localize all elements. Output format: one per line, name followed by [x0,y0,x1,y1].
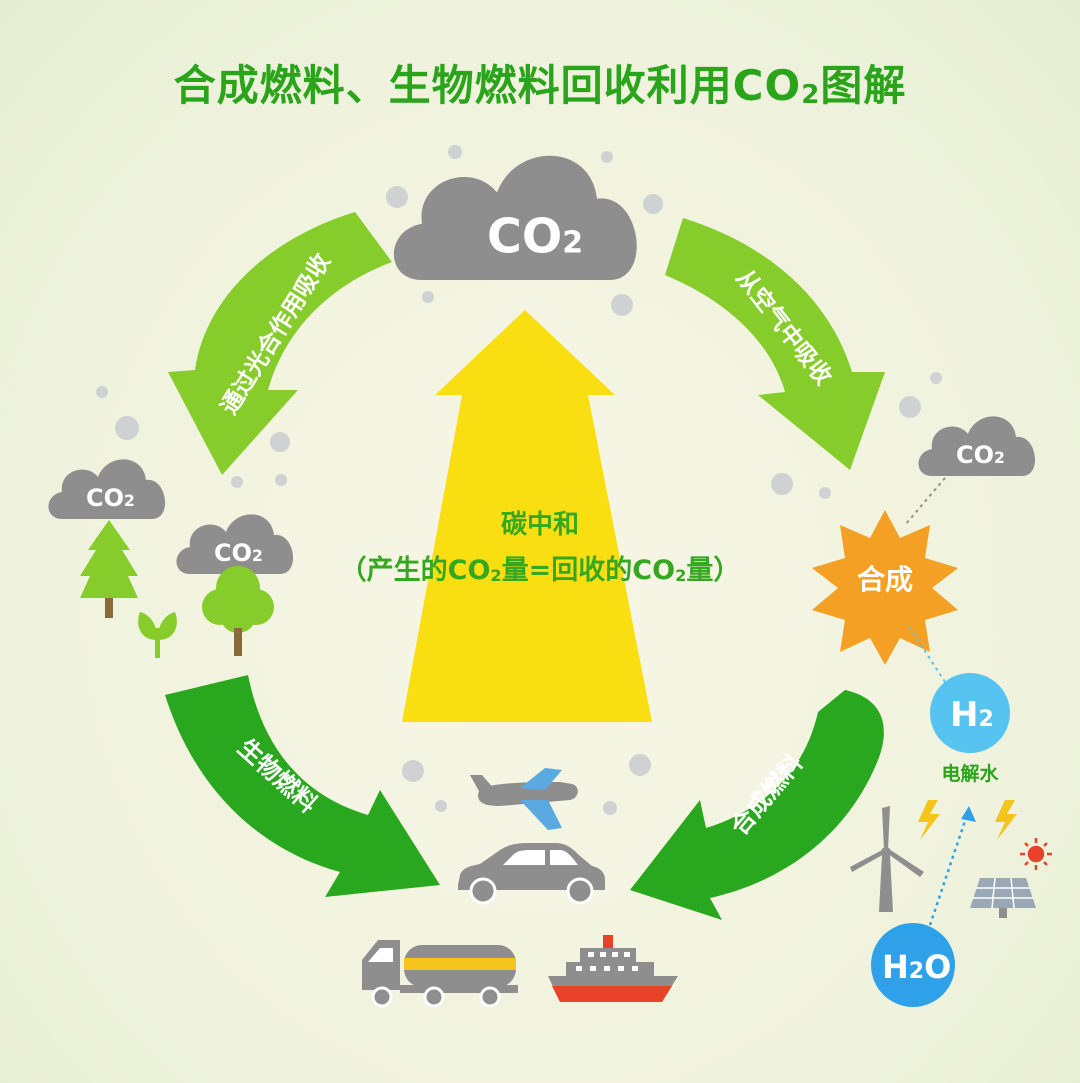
svg-text:H2: H2 [950,695,994,735]
sprout-icon [138,612,177,658]
arrow-air-capture: 从空气中吸收 [665,218,885,470]
tree-icon [80,520,138,618]
synthesis-starburst: 合成 [812,510,958,665]
wind-turbine-icon [850,806,924,912]
svg-text:CO2: CO2 [214,539,263,567]
h2-bubble: H2 [930,673,1010,753]
connector-cloud-to-synthesis [904,477,946,526]
carbon-neutral-title: 碳中和 [500,510,579,540]
tree-icon [202,566,274,656]
synthesis-label: 合成 [857,563,913,596]
svg-text:CO2: CO2 [487,210,583,265]
decorative-bubbles [96,145,942,815]
sun-icon [1020,838,1052,870]
electrolysis-label: 电解水 [941,763,999,785]
lightning-icon [995,800,1017,840]
co2-cloud-top: CO2 [393,155,637,280]
arrow-synthetic-fuel: 合成燃料 [630,690,884,920]
airplane-icon [470,768,578,830]
connector-h2o-to-h2 [928,814,969,926]
arrowhead-up-icon [961,806,976,822]
carbon-neutral-label: 碳中和 （产生的CO2量=回收的CO2量） [300,502,780,597]
svg-text:CO2: CO2 [956,441,1005,469]
solar-panel-icon [970,877,1036,918]
carbon-neutral-definition: （产生的CO2量=回收的CO2量） [339,555,741,586]
arrow-biofuel: 生物燃料 [165,675,440,897]
co2-cloud-left-1: CO2 [48,459,166,519]
svg-text:H2O: H2O [882,948,951,986]
page-title: 合成燃料、生物燃料回收利用CO2图解 [173,61,907,111]
co2-cloud-right: CO2 [918,416,1036,476]
ship-icon [548,935,678,1002]
svg-text:CO2: CO2 [86,484,135,512]
tanker-truck-icon [362,940,518,1008]
carbon-neutral-arrow [402,310,652,722]
co2-cloud-left-2: CO2 [176,514,294,574]
lightning-icon [918,800,940,840]
h2o-bubble: H2O [871,923,955,1007]
car-icon [458,843,605,905]
